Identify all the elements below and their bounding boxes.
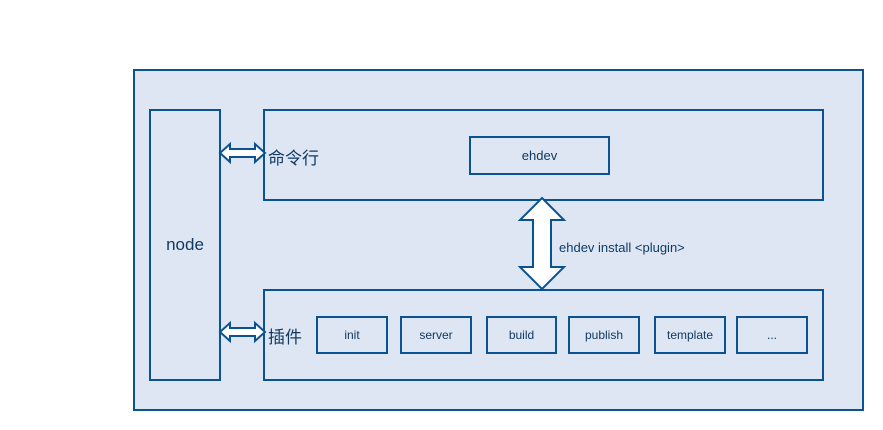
- cli-label: 命令行: [268, 149, 319, 169]
- install-command-label: ehdev install <plugin>: [559, 240, 685, 255]
- plugin-more: ...: [736, 316, 808, 354]
- plugin-build: build: [486, 316, 557, 354]
- plugin-template: template: [654, 316, 726, 354]
- node-box: node: [149, 109, 221, 381]
- plugin-server: server: [400, 316, 472, 354]
- node-label: node: [166, 235, 204, 254]
- plugins-label: 插件: [268, 328, 302, 348]
- ehdev-box: ehdev: [469, 136, 610, 175]
- plugin-publish: publish: [568, 316, 640, 354]
- plugin-init: init: [316, 316, 388, 354]
